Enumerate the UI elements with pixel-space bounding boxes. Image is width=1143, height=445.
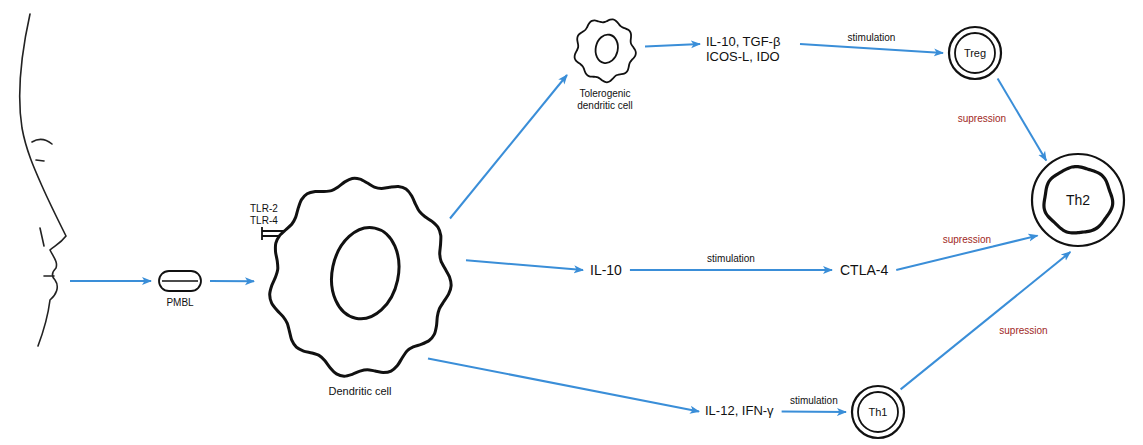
edge-label: stimulation [788,395,840,407]
receptor-label-box: TLR-4 [250,215,278,227]
receptor-cap [261,227,263,240]
flow-arrow [645,44,700,47]
cell-nucleus [323,221,407,325]
face-outline [20,14,66,346]
cell-node: PMBL [155,268,205,309]
node-label: IL-10, TGF-β ICOS-L, IDO [706,35,794,65]
cell-node: Treg [947,25,1003,81]
cell-shape [155,268,205,294]
node-label: PMBL [166,297,193,309]
node-label: IL-12, IFN-γ [705,404,774,419]
cell-shape [565,15,645,85]
edge-label: supression [941,234,993,246]
node-label: Th1 [869,406,888,419]
cell-outer [852,386,904,438]
cell-inner [955,33,995,73]
cell-outer [949,27,1001,79]
cell-outer [1032,154,1124,246]
text-node: IL-10 [590,262,622,278]
node-label: CTLA-4 [840,262,888,278]
text-node: IL-12, IFN-γ [705,404,774,419]
edge-label: stimulation [705,253,757,265]
edge-label-box: supression [997,325,1049,337]
cell-inner [858,392,898,432]
cell-nucleus [593,32,621,65]
mouth [44,275,54,277]
flow-arrow [800,44,943,53]
cell-membrane [270,178,451,376]
flow-arrow [466,260,583,270]
edge-label-box: stimulation [846,33,898,45]
edge-label-box: stimulation [705,253,757,265]
cell-node: Dendritic cell [260,172,460,398]
text-node: IL-10, TGF-β ICOS-L, IDO [706,35,794,65]
node-label: Dendritic cell [329,385,392,398]
node-label: IL-10 [590,262,622,278]
edge-label: supression [956,114,1008,126]
flow-arrow [630,269,832,271]
cell-node: Th1 [850,384,906,440]
receptor-label: TLR-4 [250,215,278,227]
cell-membrane [575,19,636,82]
nose-line [40,228,44,246]
text-node: CTLA-4 [840,262,888,278]
node-label: Th2 [1066,192,1090,208]
edge-label-box: supression [941,234,993,246]
eye [36,160,44,161]
node-label: Tolerogenic dendritic cell [567,88,643,111]
cell-shape [260,172,460,382]
cell-node: Tolerogenic dendritic cell [565,15,645,111]
face-profile [20,14,66,346]
pill-outline [159,271,201,291]
edge-label-box: stimulation [788,395,840,407]
flow-arrow [782,410,846,413]
eyebrow [32,139,52,144]
cell-inner [1044,167,1113,233]
receptor-label-box: TLR-2 [250,203,278,215]
flow-arrow [428,359,699,412]
edge-label-box: supression [956,114,1008,126]
edge-label: supression [997,325,1049,337]
intake-arrow [70,280,151,282]
flow-arrow [901,252,1071,389]
flow-arrow [450,75,567,219]
flow-arrow [210,280,254,282]
node-label: Treg [964,47,986,60]
edge-label: stimulation [846,33,898,45]
pill-score [162,280,198,281]
cell-node: Th2 [1030,152,1126,248]
receptor-label: TLR-2 [250,203,278,215]
